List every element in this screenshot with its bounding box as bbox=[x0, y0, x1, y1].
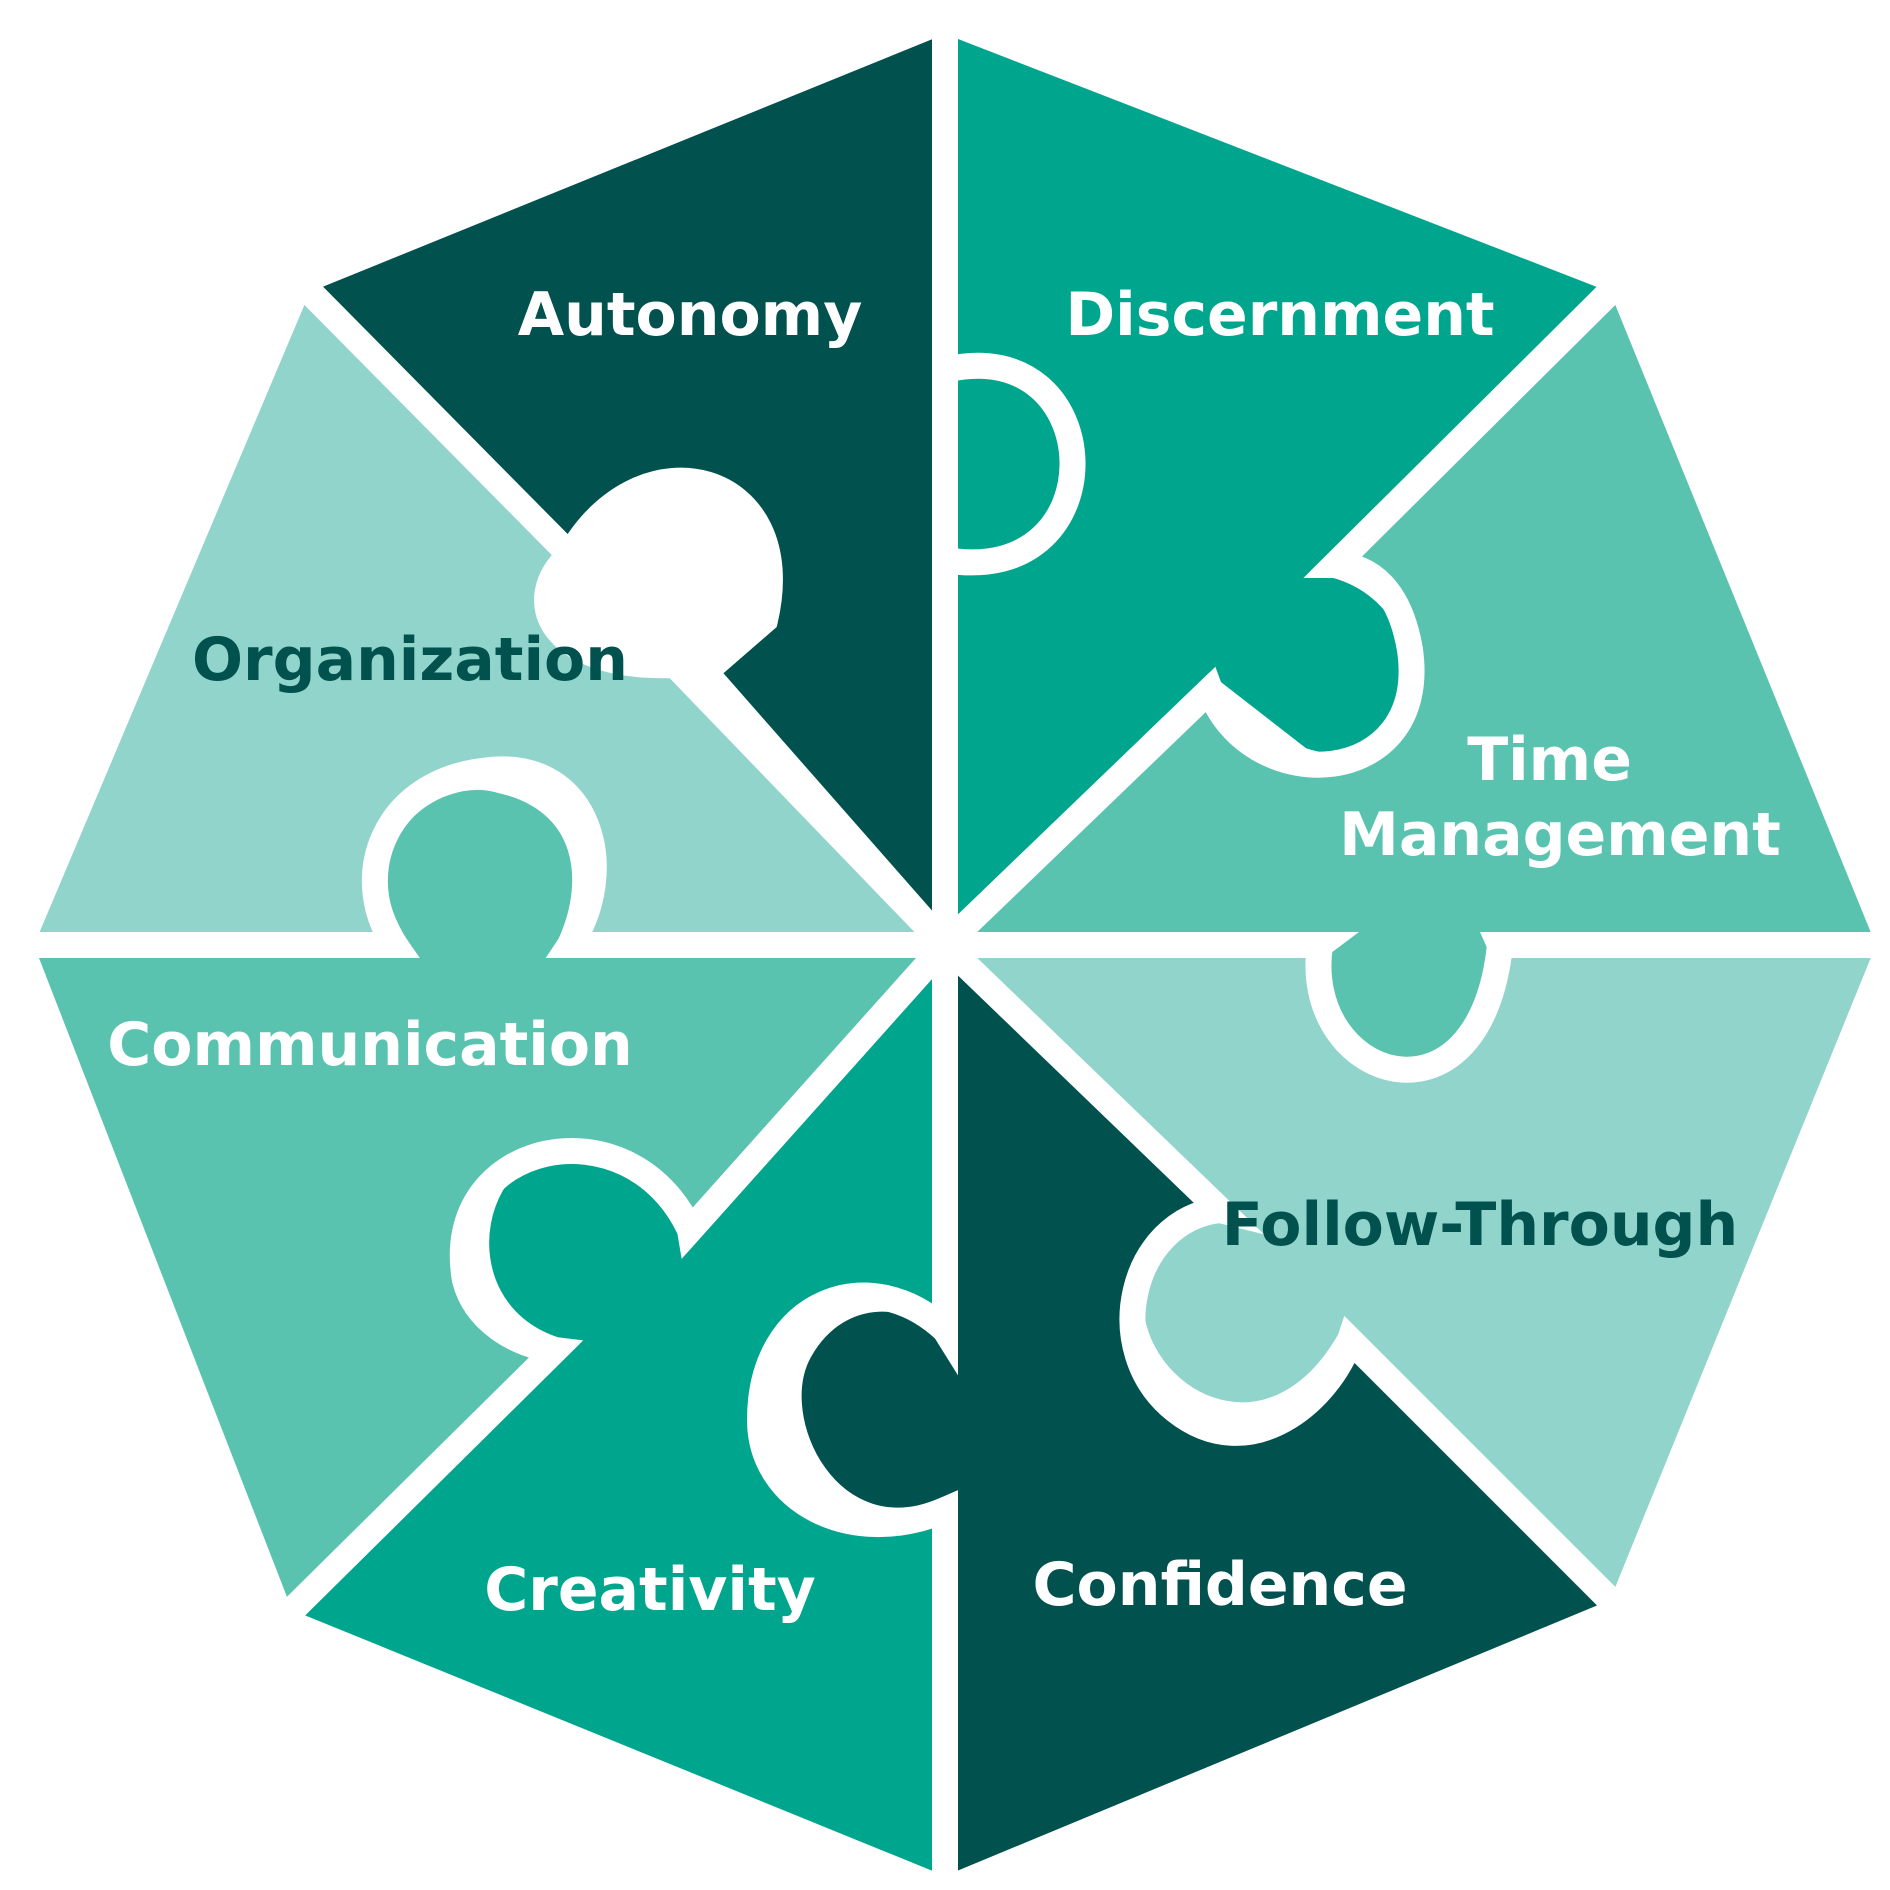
label-time-management-line-1: Time bbox=[1467, 725, 1632, 795]
label-autonomy: Autonomy bbox=[518, 280, 863, 350]
label-time-management: Time Management bbox=[1339, 725, 1781, 870]
label-discernment: Discernment bbox=[1065, 280, 1494, 350]
label-organization: Organization bbox=[192, 625, 628, 695]
label-confidence: Confidence bbox=[1032, 1550, 1407, 1620]
label-communication: Communication bbox=[107, 1010, 633, 1080]
label-time-management-line-2: Management bbox=[1339, 800, 1781, 870]
label-creativity: Creativity bbox=[484, 1555, 816, 1625]
piece-organization bbox=[0, 259, 976, 958]
piece-autonomy bbox=[277, 0, 958, 980]
label-follow-through: Follow-Through bbox=[1222, 1190, 1738, 1260]
piece-confidence bbox=[775, 914, 1643, 1890]
